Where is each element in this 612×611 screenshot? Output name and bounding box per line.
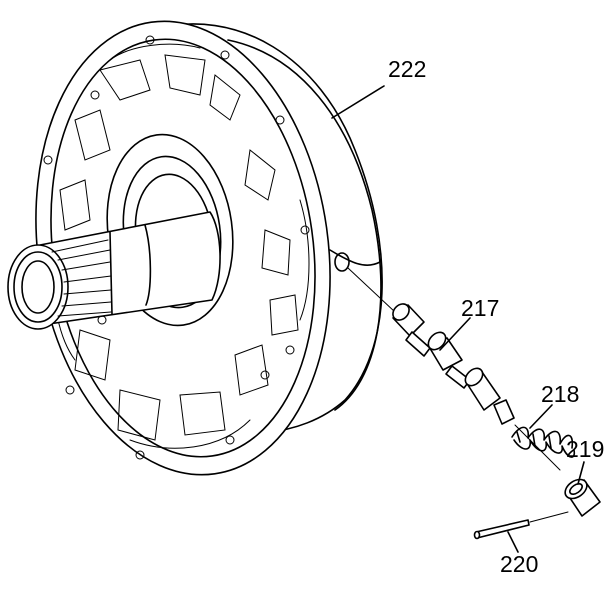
alignment-line (347, 267, 561, 471)
retaining-pin (473, 511, 569, 540)
shaft-splines (51, 239, 112, 317)
leader-220 (507, 531, 519, 553)
bore-plug (564, 478, 601, 517)
valve-bore (334, 252, 350, 272)
leader-222 (331, 85, 385, 119)
callout-220: 220 (500, 551, 539, 577)
leader-218 (529, 404, 553, 429)
valve-spring (511, 426, 576, 458)
leader-lines (331, 85, 585, 553)
callout-219: 219 (566, 436, 605, 462)
valve-spool (392, 303, 515, 425)
callout-217: 217 (461, 295, 500, 321)
callout-222: 222 (388, 56, 427, 82)
callout-218: 218 (541, 381, 580, 407)
leader-219 (577, 461, 585, 485)
stator-shaft (7, 211, 221, 330)
leader-217 (439, 317, 471, 351)
